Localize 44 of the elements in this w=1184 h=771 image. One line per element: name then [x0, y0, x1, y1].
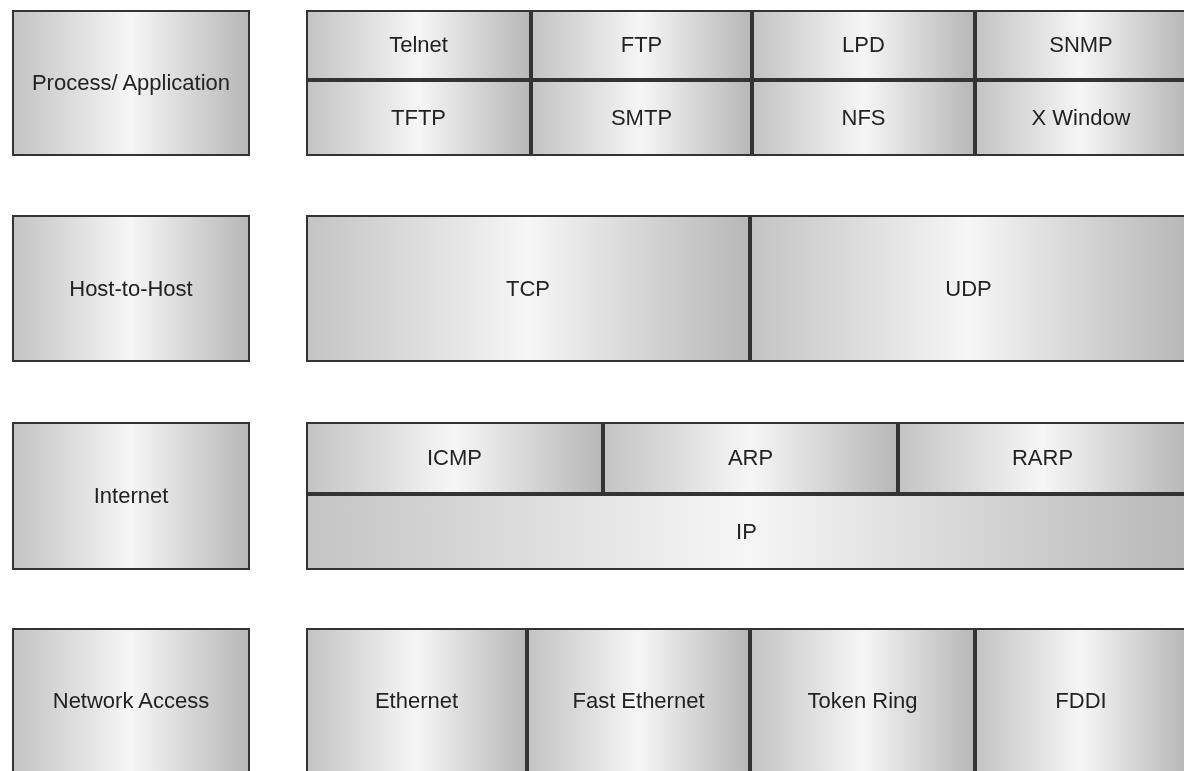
- layer-box: [898, 422, 1184, 494]
- layer-box: [306, 628, 527, 771]
- layer-label: Network Access: [52, 687, 210, 715]
- layer-label: FTP: [620, 31, 663, 59]
- layer-label: TCP: [506, 274, 550, 303]
- layer-label: FDDI: [1055, 687, 1107, 715]
- layer-box: [12, 422, 250, 570]
- layer-box: [306, 494, 1184, 570]
- layer-label: Telnet: [389, 31, 448, 59]
- layer-label: Fast Ethernet: [572, 687, 705, 715]
- layer-box: [306, 10, 531, 80]
- layer-box: [975, 80, 1184, 156]
- layer-box: [750, 628, 975, 771]
- layer-box: [12, 215, 250, 362]
- layer-box: [12, 628, 250, 771]
- layer-label: UDP: [945, 274, 992, 303]
- layer-box: [306, 422, 603, 494]
- layer-label: Internet: [93, 482, 169, 510]
- layer-label: SNMP: [1049, 31, 1113, 59]
- layer-box: [531, 80, 752, 156]
- layer-label: TFTP: [391, 104, 446, 132]
- layer-box: [975, 10, 1184, 80]
- layer-box: [531, 10, 752, 80]
- layer-label: ARP: [727, 444, 774, 472]
- layer-label: ICMP: [427, 444, 482, 472]
- layer-box: [752, 10, 975, 80]
- layer-box: [752, 80, 975, 156]
- layer-box: [750, 215, 1184, 362]
- layer-label: X Window: [1031, 104, 1131, 132]
- layer-label: Process/ Application: [31, 69, 231, 97]
- layer-box: [306, 80, 531, 156]
- layer-label: Host-to-Host: [69, 274, 193, 303]
- layer-label: RARP: [1011, 444, 1074, 472]
- layer-label: IP: [736, 518, 757, 546]
- layer-box: [975, 628, 1184, 771]
- layer-box: [306, 215, 750, 362]
- layer-label: SMTP: [610, 104, 673, 132]
- layer-box: [12, 10, 250, 156]
- layer-box: [527, 628, 750, 771]
- layer-label: Ethernet: [374, 687, 459, 715]
- layer-label: NFS: [841, 104, 886, 132]
- layer-box: [603, 422, 898, 494]
- layer-label: LPD: [842, 31, 885, 59]
- layer-label: Token Ring: [807, 687, 918, 715]
